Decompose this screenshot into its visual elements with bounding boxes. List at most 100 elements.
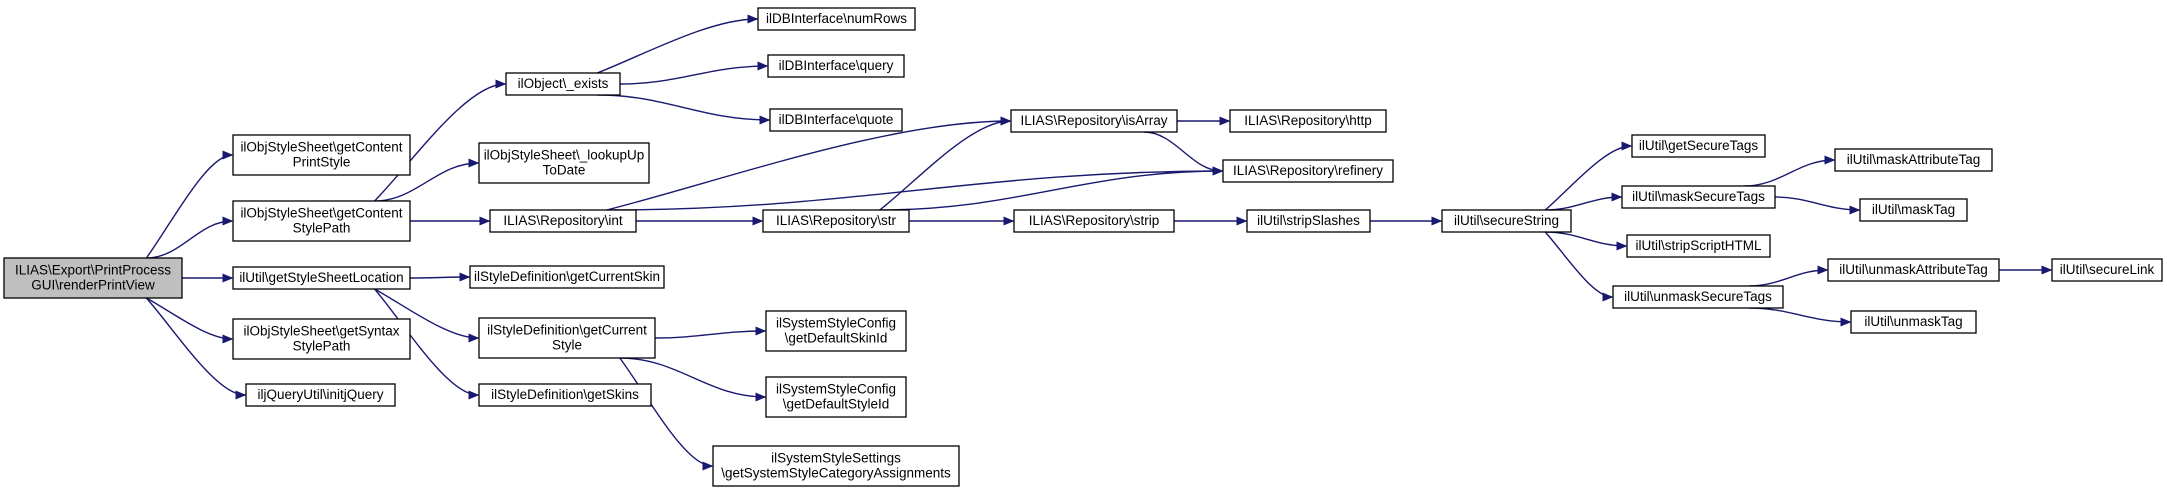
node-stripscript[interactable]: ilUtil\stripScriptHTML	[1626, 234, 1771, 258]
node-http[interactable]: ILIAS\Repository\http	[1229, 109, 1387, 133]
node-box	[769, 108, 903, 132]
edge-line	[619, 65, 768, 85]
node-unmasksecuretags[interactable]: ilUtil\unmaskSecureTags	[1612, 285, 1784, 309]
node-query[interactable]: ilDBInterface\query	[767, 54, 905, 78]
node-numrows[interactable]: ilDBInterface\numRows	[757, 7, 916, 31]
node-box	[1827, 258, 2000, 282]
edge-arrowhead	[1000, 116, 1012, 126]
edge-arrowhead	[759, 115, 771, 125]
edge-isarray-to-refinery	[1143, 131, 1224, 176]
edge-line	[145, 154, 233, 259]
node-stylesheetloc[interactable]: ilUtil\getStyleSheetLocation	[232, 266, 411, 290]
edge-line	[374, 83, 506, 202]
node-masktag[interactable]: ilUtil\maskTag	[1859, 198, 1968, 222]
edge-line	[374, 162, 479, 202]
edge-arrowhead	[1616, 241, 1628, 251]
node-label-line: ilUtil\stripScriptHTML	[1635, 238, 1762, 253]
node-str[interactable]: ILIAS\Repository\str	[762, 209, 910, 233]
node-box	[469, 265, 665, 289]
edge-stylesheetloc-to-curstyle	[374, 288, 480, 343]
edge-root-to-getcontentprint	[145, 150, 234, 259]
node-getskins[interactable]: ilStyleDefinition\getSkins	[478, 383, 652, 407]
node-catassign[interactable]: ilSystemStyleSettings\getSystemStyleCate…	[712, 445, 960, 487]
node-strip[interactable]: ILIAS\Repository\strip	[1013, 209, 1175, 233]
edge-arrowhead	[222, 273, 234, 283]
edge-arrowhead	[1824, 155, 1836, 165]
node-refinery[interactable]: ILIAS\Repository\refinery	[1222, 159, 1394, 183]
node-label-line: \getDefaultSkinId	[785, 331, 888, 346]
node-initjquery[interactable]: iljQueryUtil\initjQuery	[245, 383, 396, 407]
edge-arrowhead	[222, 334, 234, 344]
edge-unmasksecuretags-to-unmasktag	[1748, 307, 1852, 327]
edge-stripslashes-to-securestring	[1370, 216, 1443, 226]
node-quote[interactable]: ilDBInterface\quote	[769, 108, 903, 132]
node-box	[3, 257, 183, 299]
node-masksecuretags[interactable]: ilUtil\maskSecureTags	[1621, 185, 1776, 209]
node-label-line: ilObjStyleSheet\_lookupUp	[484, 148, 645, 163]
edge-securestring-to-getsecuretags	[1544, 141, 1633, 211]
edge-unmaskattr-to-securelink	[1999, 265, 2053, 275]
node-maskattr[interactable]: ilUtil\maskAttributeTag	[1834, 148, 1993, 172]
node-label-line: ilObject\_exists	[518, 76, 609, 91]
node-box	[762, 209, 910, 233]
node-curskin[interactable]: ilStyleDefinition\getCurrentSkin	[469, 265, 665, 289]
node-label-line: ilUtil\secureString	[1454, 213, 1559, 228]
node-defskin[interactable]: ilSystemStyleConfig\getDefaultSkinId	[765, 310, 907, 352]
node-box	[478, 142, 650, 184]
edge-line	[146, 220, 233, 259]
node-int[interactable]: ILIAS\Repository\int	[489, 209, 637, 233]
edge-getcontentpath-to-int	[410, 216, 491, 226]
node-label-line: iljQueryUtil\initjQuery	[257, 387, 383, 402]
edge-int-to-str	[636, 216, 764, 226]
node-box	[2051, 258, 2163, 282]
edge-getcontentpath-to-exists	[374, 79, 507, 202]
edge-line	[879, 170, 1223, 211]
edge-line	[606, 170, 1223, 211]
node-box	[765, 310, 907, 352]
node-box	[1626, 234, 1771, 258]
edge-arrowhead	[747, 14, 759, 24]
edge-arrowhead	[1849, 205, 1861, 215]
node-label-line: ilUtil\unmaskSecureTags	[1624, 289, 1772, 304]
edge-arrowhead	[2041, 265, 2053, 275]
node-label-line: ilUtil\secureLink	[2060, 262, 2155, 277]
node-root[interactable]: ILIAS\Export\PrintProcessGUI\renderPrint…	[3, 257, 183, 299]
node-securelink[interactable]: ilUtil\secureLink	[2051, 258, 2163, 282]
node-label-line: ilUtil\getSecureTags	[1639, 138, 1759, 153]
node-box	[712, 445, 960, 487]
node-label-line: ilUtil\maskSecureTags	[1632, 189, 1765, 204]
edge-arrowhead	[755, 392, 767, 402]
node-unmaskattr[interactable]: ilUtil\unmaskAttributeTag	[1827, 258, 2000, 282]
edge-line	[374, 288, 479, 339]
edge-arrowhead	[479, 216, 491, 226]
node-getsecuretags[interactable]: ilUtil\getSecureTags	[1631, 134, 1766, 158]
edge-root-to-getcontentpath	[146, 216, 234, 259]
node-stripslashes[interactable]: ilUtil\stripSlashes	[1246, 209, 1371, 233]
node-label-line: ilObjStyleSheet\getContent	[240, 140, 402, 155]
node-label-line: ILIAS\Repository\http	[1244, 113, 1372, 128]
node-label-line: ilUtil\getStyleSheetLocation	[239, 270, 403, 285]
node-label-line: ilStyleDefinition\getCurrentSkin	[474, 269, 660, 284]
node-box	[765, 376, 907, 418]
edge-root-to-stylesheetloc	[182, 273, 234, 283]
node-defstyle[interactable]: ilSystemStyleConfig\getDefaultStyleId	[765, 376, 907, 418]
node-isarray[interactable]: ILIAS\Repository\isArray	[1010, 109, 1178, 133]
node-unmasktag[interactable]: ilUtil\unmaskTag	[1850, 310, 1977, 334]
node-exists[interactable]: ilObject\_exists	[505, 72, 621, 96]
edge-line	[1744, 159, 1835, 187]
node-label-line: ILIAS\Repository\str	[776, 213, 897, 228]
node-box	[1850, 310, 1977, 334]
node-label-line: ilStyleDefinition\getSkins	[491, 387, 639, 402]
node-securestring[interactable]: ilUtil\secureString	[1441, 209, 1572, 233]
edge-arrowhead	[495, 79, 507, 89]
node-box	[1441, 209, 1572, 233]
node-box	[232, 266, 411, 290]
call-nodes: ILIAS\Export\PrintProcessGUI\renderPrint…	[3, 7, 2163, 487]
edge-line	[145, 297, 246, 396]
